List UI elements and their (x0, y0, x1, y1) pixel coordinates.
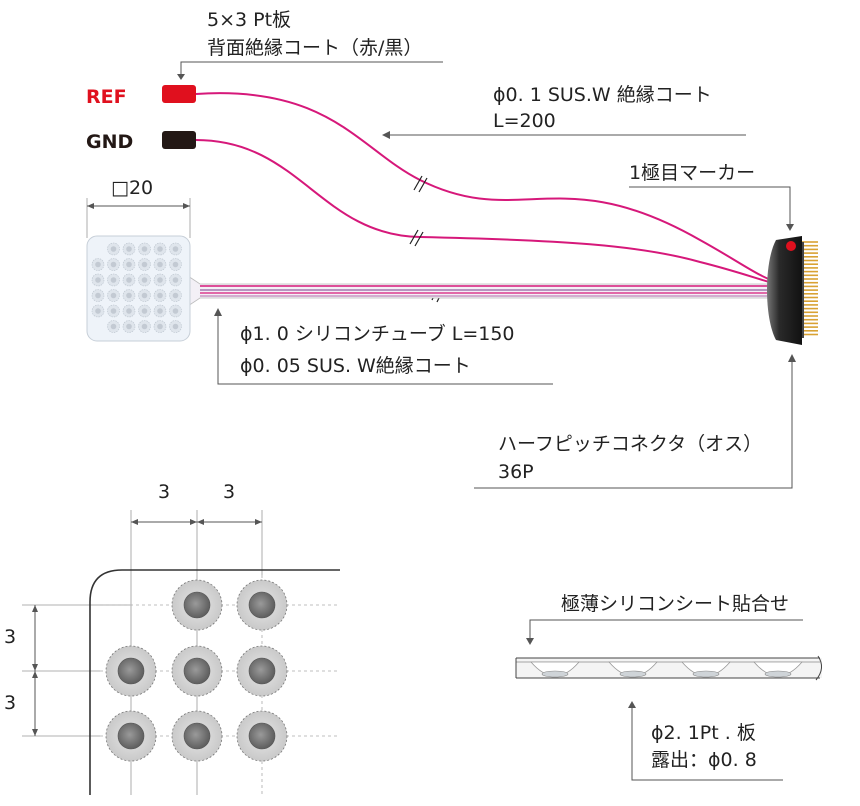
pad-dot (169, 320, 182, 333)
pad-dot (107, 304, 120, 318)
tube-spec-leader-arrow (214, 308, 222, 316)
section-pad (753, 661, 803, 678)
pitch-detail (22, 510, 340, 795)
pad-dot (138, 242, 151, 256)
pad-size-dimension (86, 198, 191, 238)
gnd-label: GND (86, 131, 133, 153)
marker-leader-line (629, 186, 791, 226)
plate-leader-line (180, 61, 443, 76)
marker-label: 1極目マーカー (629, 162, 755, 184)
pad-dot (122, 289, 136, 302)
sheet-label: 極薄シリコンシート貼合せ (561, 593, 789, 615)
pad-dot (107, 273, 120, 287)
pitch-x2-label: 3 (223, 481, 235, 503)
pitch-y1-label: 3 (4, 626, 16, 648)
pad-dot (153, 304, 167, 318)
exposure-plate-label: ϕ2. 1Pt . 板 (651, 722, 756, 744)
electrode-dot (236, 645, 288, 697)
silicone-tube (200, 285, 780, 297)
connector (767, 236, 818, 345)
electrode-dot (236, 579, 288, 631)
electrode-dot (105, 645, 157, 697)
pad-dot (138, 258, 151, 271)
pad-electrode-dots (91, 242, 182, 333)
electrode-dot (171, 579, 223, 631)
exposure-leader-line (631, 706, 783, 781)
pad-dot (91, 258, 105, 271)
pitch-x1-label: 3 (158, 481, 170, 503)
plate-leader-arrow (177, 74, 185, 80)
pad-dot (122, 258, 136, 271)
pad-dot (153, 289, 167, 302)
section-pad (681, 661, 731, 678)
connector-label: ハーフピッチコネクタ（オス） (498, 433, 762, 455)
pad-dot (91, 304, 105, 318)
pad-dot (122, 242, 136, 256)
pad-dot (122, 304, 136, 318)
exposure-size-label: 露出：ϕ0. 8 (651, 749, 757, 771)
connector-leader-arrow (788, 354, 796, 362)
electrode-dot (105, 710, 157, 762)
pad-dot (138, 289, 151, 302)
pad-dot (169, 273, 182, 287)
pad-dot (153, 258, 167, 271)
wire-break-marks (409, 175, 446, 303)
pad-size-label: □20 (111, 177, 153, 199)
gnd-wire (195, 139, 781, 286)
pad-dot (107, 258, 120, 271)
sheet-leader-arrow (526, 638, 534, 645)
pad-dot (169, 304, 182, 318)
section-pad (608, 661, 658, 678)
connector-pins (802, 241, 818, 336)
connector-leader-line (474, 358, 793, 489)
pad-dot (122, 273, 136, 287)
pad-dot (169, 258, 182, 271)
pad-dot (91, 273, 105, 287)
tube-wire-label: ϕ0. 05 SUS. W絶縁コート (240, 355, 471, 377)
pad-dot (153, 242, 167, 256)
pad-dot (107, 289, 120, 302)
ref-plug (162, 85, 196, 103)
pad-dot (153, 273, 167, 287)
tube-spec-label: ϕ1. 0 シリコンチューブ L=150 (240, 322, 515, 345)
exposure-leader-arrow (628, 701, 636, 708)
pad-dot (153, 320, 167, 333)
gnd-plug (162, 131, 196, 149)
pole-1-marker (786, 241, 796, 251)
pad-dot (138, 320, 151, 333)
pad-dot (138, 304, 151, 318)
pad-dot (107, 320, 120, 333)
wire-spec-leader-arrow (382, 131, 390, 139)
ref-label: REF (86, 86, 127, 108)
electrode-dot (236, 710, 288, 762)
pad-dot (107, 242, 120, 256)
section-pad (530, 661, 580, 678)
cross-section (515, 655, 822, 681)
tube-spec-leader-line (217, 312, 553, 385)
sheet-leader-line (529, 619, 803, 640)
electrode-dot (171, 710, 223, 762)
connector-pins-label: 36P (498, 461, 534, 483)
marker-leader-arrow (786, 224, 794, 231)
wire-spec-label: ϕ0. 1 SUS.W 絶縁コート (493, 84, 712, 106)
electrode-dot (171, 645, 223, 697)
pad-dot (169, 242, 182, 256)
pad-dot (138, 273, 151, 287)
electrode-pad (86, 235, 781, 342)
pad-dot (169, 289, 182, 302)
wire-length-label: L=200 (493, 110, 556, 132)
pad-dot (91, 289, 105, 302)
pad-dot (122, 320, 136, 333)
plate-coating-label: 背面絶縁コート（赤/黒） (207, 37, 422, 59)
plate-label: 5×3 Pt板 (207, 9, 291, 31)
pitch-y2-label: 3 (4, 692, 16, 714)
ref-wire (195, 92, 781, 284)
